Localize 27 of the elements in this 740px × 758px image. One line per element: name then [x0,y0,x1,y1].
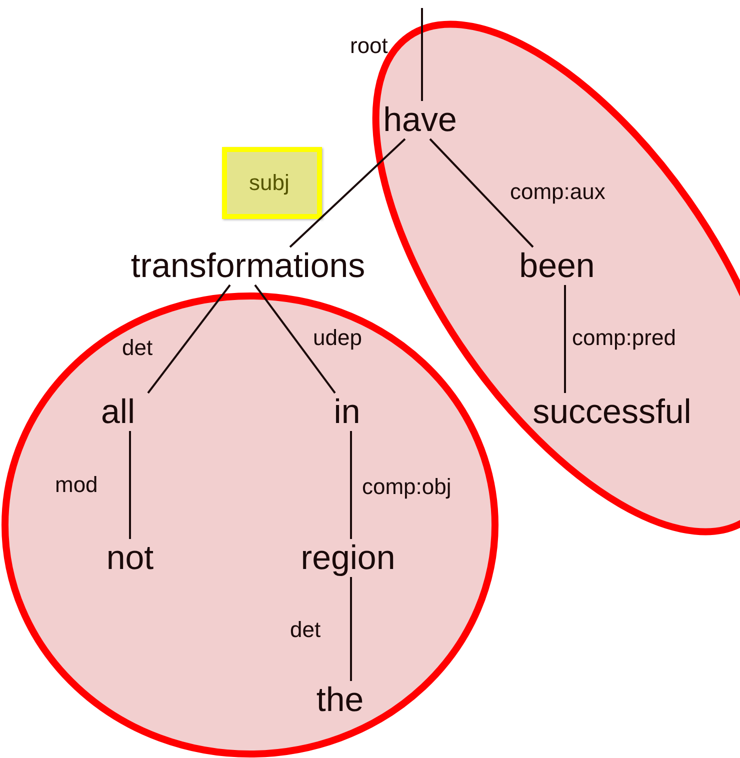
word-label: region [300,541,396,575]
word-label: successful [532,395,692,429]
word-label: in [334,395,360,429]
relation-label: det [290,619,321,641]
word-label: the [316,683,364,717]
word-label: all [100,395,136,429]
dependency-line [350,577,352,681]
dependency-line [129,431,131,539]
word-label: have [383,103,457,137]
relation-label: comp:pred [572,327,676,349]
relation-label: comp:obj [362,476,452,498]
dependency-line [147,284,231,394]
relation-label: mod [55,474,98,496]
dependency-line [254,284,336,394]
relation-label: comp:aux [510,181,606,203]
relation-label: udep [313,327,362,349]
word-label: not [106,541,154,575]
word-label: transformations [130,249,366,283]
dependency-line [289,138,406,248]
dependency-line [564,285,566,393]
dependency-line [421,8,423,101]
dependency-line [350,431,352,539]
word-label: been [519,249,595,283]
highlighted-relation-label: subj [222,147,322,219]
relation-label: det [122,337,153,359]
relation-label: root [350,35,388,57]
dependency-line [429,138,534,248]
